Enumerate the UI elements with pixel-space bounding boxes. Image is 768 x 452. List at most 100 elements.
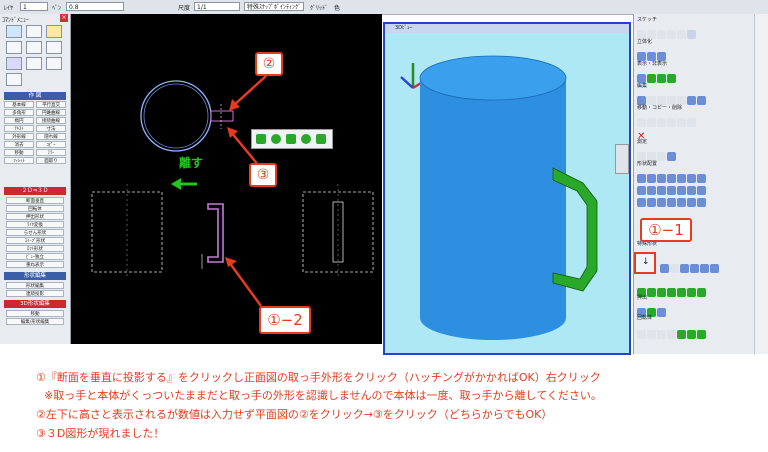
gear-icon[interactable] bbox=[6, 41, 22, 54]
extrude-icon[interactable] bbox=[647, 308, 656, 317]
shape-icon[interactable] bbox=[667, 198, 676, 207]
view-tool-icon[interactable] bbox=[6, 57, 22, 70]
convert-button[interactable]: ﾜｲﾔ変換 bbox=[6, 221, 64, 228]
shape-icon[interactable] bbox=[677, 174, 686, 183]
shape-icon[interactable] bbox=[657, 198, 666, 207]
brush-icon[interactable] bbox=[6, 73, 22, 86]
cmd-button[interactable]: 外形線 bbox=[4, 133, 34, 140]
green-shape-icon[interactable] bbox=[256, 134, 266, 144]
arc-icon[interactable] bbox=[657, 30, 666, 39]
shape-icon[interactable] bbox=[637, 174, 646, 183]
shape-icon[interactable] bbox=[697, 186, 706, 195]
convert-button[interactable]: ﾋﾞｭｰ独立 bbox=[6, 253, 64, 260]
hide-icon[interactable] bbox=[657, 74, 666, 83]
shape-icon[interactable] bbox=[647, 174, 656, 183]
edit-button[interactable]: 連続投影 bbox=[6, 290, 64, 297]
shape-icon[interactable] bbox=[647, 198, 656, 207]
close-icon[interactable]: × bbox=[60, 14, 68, 22]
shape-icon[interactable] bbox=[677, 186, 686, 195]
special-icon[interactable] bbox=[700, 264, 709, 273]
layer-tool-icon[interactable] bbox=[26, 57, 42, 70]
convert-button[interactable]: 押出形状 bbox=[6, 213, 64, 220]
shape-icon[interactable] bbox=[637, 186, 646, 195]
measure-icon[interactable] bbox=[667, 152, 676, 161]
show-icon[interactable] bbox=[637, 74, 646, 83]
curve-icon[interactable] bbox=[667, 30, 676, 39]
shape-icon[interactable] bbox=[637, 198, 646, 207]
grid-label[interactable]: ｸﾞﾘｯﾄﾞ bbox=[310, 5, 329, 12]
cmd-button[interactable]: 消去 bbox=[4, 141, 34, 148]
cmd-button[interactable]: ﾃｷｽﾄ bbox=[4, 125, 34, 132]
measure-icon[interactable] bbox=[657, 152, 666, 161]
edit-icon[interactable] bbox=[677, 96, 686, 105]
scale-select[interactable]: 1/1 bbox=[194, 2, 240, 11]
snap-select[interactable]: 特殊ｽﾅｯﾌﾟﾎﾟｲﾝﾃｨﾝｸﾞ bbox=[244, 2, 304, 11]
diamond-icon[interactable] bbox=[687, 30, 696, 39]
revolve-icon[interactable] bbox=[677, 330, 686, 339]
green-icon[interactable] bbox=[647, 288, 656, 297]
cmd-button[interactable]: 基本線 bbox=[4, 101, 34, 108]
view-3d-window[interactable]: 3Dﾋﾞｭｰ bbox=[383, 22, 631, 355]
green-icon[interactable] bbox=[657, 288, 666, 297]
shape-icon[interactable] bbox=[687, 174, 696, 183]
revolve-icon[interactable] bbox=[697, 330, 706, 339]
mirror-icon[interactable] bbox=[667, 118, 676, 127]
convert-button[interactable]: らせん形状 bbox=[6, 229, 64, 236]
green-shape-icon[interactable] bbox=[271, 134, 281, 144]
cmd-button[interactable]: 面取り bbox=[36, 157, 66, 164]
edit3d-button[interactable]: 移動 bbox=[6, 310, 64, 317]
cmd-button[interactable]: 平行直交 bbox=[36, 101, 66, 108]
shape-icon[interactable] bbox=[687, 186, 696, 195]
color-label[interactable]: 色 bbox=[334, 5, 341, 12]
solid-icon[interactable] bbox=[647, 52, 656, 61]
cmd-button[interactable]: ﾌｨﾚｯﾄ bbox=[4, 157, 34, 164]
convert-button[interactable]: 断面垂直 bbox=[6, 197, 64, 204]
cmd-button[interactable]: 移動 bbox=[4, 149, 34, 156]
edit-icon[interactable] bbox=[657, 96, 666, 105]
rect-tool-icon[interactable] bbox=[26, 25, 42, 38]
cmd-button[interactable]: ﾐﾗｰ bbox=[36, 149, 66, 156]
extrude-icon[interactable] bbox=[637, 308, 646, 317]
drawing-canvas-2d[interactable]: 離す ② ③ ①−2 bbox=[71, 14, 382, 344]
green-icon[interactable] bbox=[697, 288, 706, 297]
hide-icon[interactable] bbox=[647, 74, 656, 83]
spline-icon[interactable] bbox=[677, 30, 686, 39]
shape-icon[interactable] bbox=[697, 174, 706, 183]
view3d-side-tab[interactable] bbox=[615, 144, 629, 174]
shape-icon[interactable] bbox=[647, 186, 656, 195]
edit-icon[interactable] bbox=[637, 96, 646, 105]
rotate-icon[interactable] bbox=[657, 118, 666, 127]
shape-icon[interactable] bbox=[667, 186, 676, 195]
green-icon[interactable] bbox=[677, 288, 686, 297]
edit-icon[interactable] bbox=[647, 96, 656, 105]
measure-icon[interactable] bbox=[637, 152, 646, 161]
green-shape-icon[interactable] bbox=[301, 134, 311, 144]
cmd-button[interactable]: 接続曲線 bbox=[36, 117, 66, 124]
layer-select[interactable]: 1 bbox=[20, 2, 48, 11]
extrude-icon[interactable] bbox=[657, 308, 666, 317]
revolve-icon[interactable] bbox=[687, 330, 696, 339]
green-shape-icon[interactable] bbox=[286, 134, 296, 144]
edit-icon[interactable] bbox=[687, 96, 696, 105]
special-icon[interactable] bbox=[690, 264, 699, 273]
convert-button[interactable]: 重ね表示 bbox=[6, 261, 64, 268]
move-icon[interactable] bbox=[637, 118, 646, 127]
green-icon[interactable] bbox=[687, 288, 696, 297]
pen-select[interactable]: 0.8 bbox=[66, 2, 124, 11]
measure-icon[interactable] bbox=[647, 152, 656, 161]
shape-icon[interactable] bbox=[667, 174, 676, 183]
special-icon[interactable] bbox=[680, 264, 689, 273]
hide-icon[interactable] bbox=[667, 74, 676, 83]
solid-icon[interactable] bbox=[637, 52, 646, 61]
shape-icon[interactable] bbox=[657, 174, 666, 183]
shape-icon[interactable] bbox=[657, 186, 666, 195]
revolve-icon[interactable] bbox=[657, 330, 666, 339]
folder-icon[interactable] bbox=[46, 25, 62, 38]
line-tool-icon[interactable] bbox=[6, 25, 22, 38]
cmd-button[interactable]: 楕円 bbox=[4, 117, 34, 124]
scale-icon[interactable] bbox=[687, 118, 696, 127]
edit3d-button[interactable]: 編集/形状編集 bbox=[6, 318, 64, 325]
convert-button[interactable]: 回転体 bbox=[6, 205, 64, 212]
handle-outline[interactable] bbox=[207, 203, 224, 263]
edit-icon[interactable] bbox=[697, 96, 706, 105]
